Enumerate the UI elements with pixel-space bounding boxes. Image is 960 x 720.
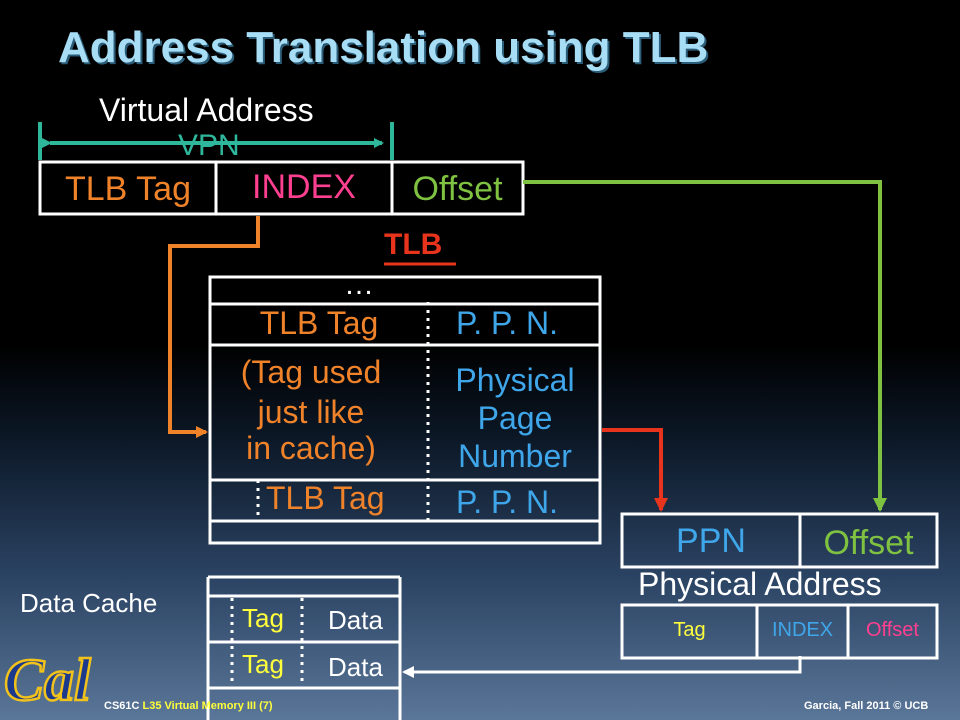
tlb-row3-tag: TLB Tag xyxy=(266,480,385,516)
pa-cache-tag-field: Tag xyxy=(673,619,706,641)
index-to-cache-arrow xyxy=(402,656,802,678)
cache-address-box xyxy=(620,603,939,660)
tlb-ppn-note-line3: Number xyxy=(458,438,572,474)
physical-address-label: Physical Address xyxy=(638,566,882,602)
virtual-address-box xyxy=(38,160,525,216)
vpn-bracket xyxy=(38,122,394,160)
tlb-row1-tag: TLB Tag xyxy=(259,305,379,341)
tlb-tag-note-line3: in cache) xyxy=(246,430,376,466)
virtual-address-label: Virtual Address xyxy=(99,92,314,128)
tlb-row1-ppn: P. P. N. xyxy=(456,305,558,341)
offset-to-physical-arrow xyxy=(523,180,887,512)
tlb-to-ppn-arrow xyxy=(602,428,668,512)
data-cache-dotted-dividers xyxy=(230,598,304,686)
footer-lecture: L35 Virtual Memory III xyxy=(142,700,257,712)
cache-row1-tag: Tag xyxy=(242,603,284,633)
tlb-dotted-dividers xyxy=(256,302,430,521)
tlb-ppn-note-line1: Physical xyxy=(455,362,575,398)
vpn-label: VPN xyxy=(178,129,240,162)
pa-offset-field: Offset xyxy=(823,524,914,562)
data-cache-box xyxy=(206,575,402,720)
va-index-field: INDEX xyxy=(252,168,356,206)
va-tlb-tag-field: TLB Tag xyxy=(64,170,191,208)
tlb-ppn-note-line2: Page xyxy=(477,400,553,436)
footer-slide-number: (7) xyxy=(259,700,273,712)
data-cache-label: Data Cache xyxy=(20,588,158,618)
pa-cache-index-field: INDEX xyxy=(771,619,834,641)
pa-ppn-field: PPN xyxy=(676,522,746,560)
physical-address-box xyxy=(620,512,939,569)
tlb-ellipsis: … xyxy=(344,268,374,301)
tlb-tag-note-line1: (Tag used xyxy=(240,354,382,390)
footer-course-code: CS61C xyxy=(104,700,140,712)
footer-credit: Garcia, Fall 2011 © UCB xyxy=(804,700,929,712)
cache-row2-data: Data xyxy=(328,652,383,682)
cache-row2-tag: Tag xyxy=(242,649,284,679)
slide-title: Address Translation using TLB xyxy=(58,23,709,72)
tlb-row3-ppn: P. P. N. xyxy=(456,484,558,520)
pa-cache-offset-field: Offset xyxy=(866,619,919,641)
footer-course: CS61C L35 Virtual Memory III (7) xyxy=(104,701,273,712)
va-offset-field: Offset xyxy=(412,170,503,208)
tlb-label: TLB xyxy=(384,228,443,261)
cal-logo: Cal xyxy=(4,647,91,713)
cache-row1-data: Data xyxy=(328,605,383,635)
tlb-box xyxy=(208,275,602,545)
tlb-tag-note-line2: just like xyxy=(257,394,365,430)
index-to-tlb-arrow xyxy=(168,216,260,438)
